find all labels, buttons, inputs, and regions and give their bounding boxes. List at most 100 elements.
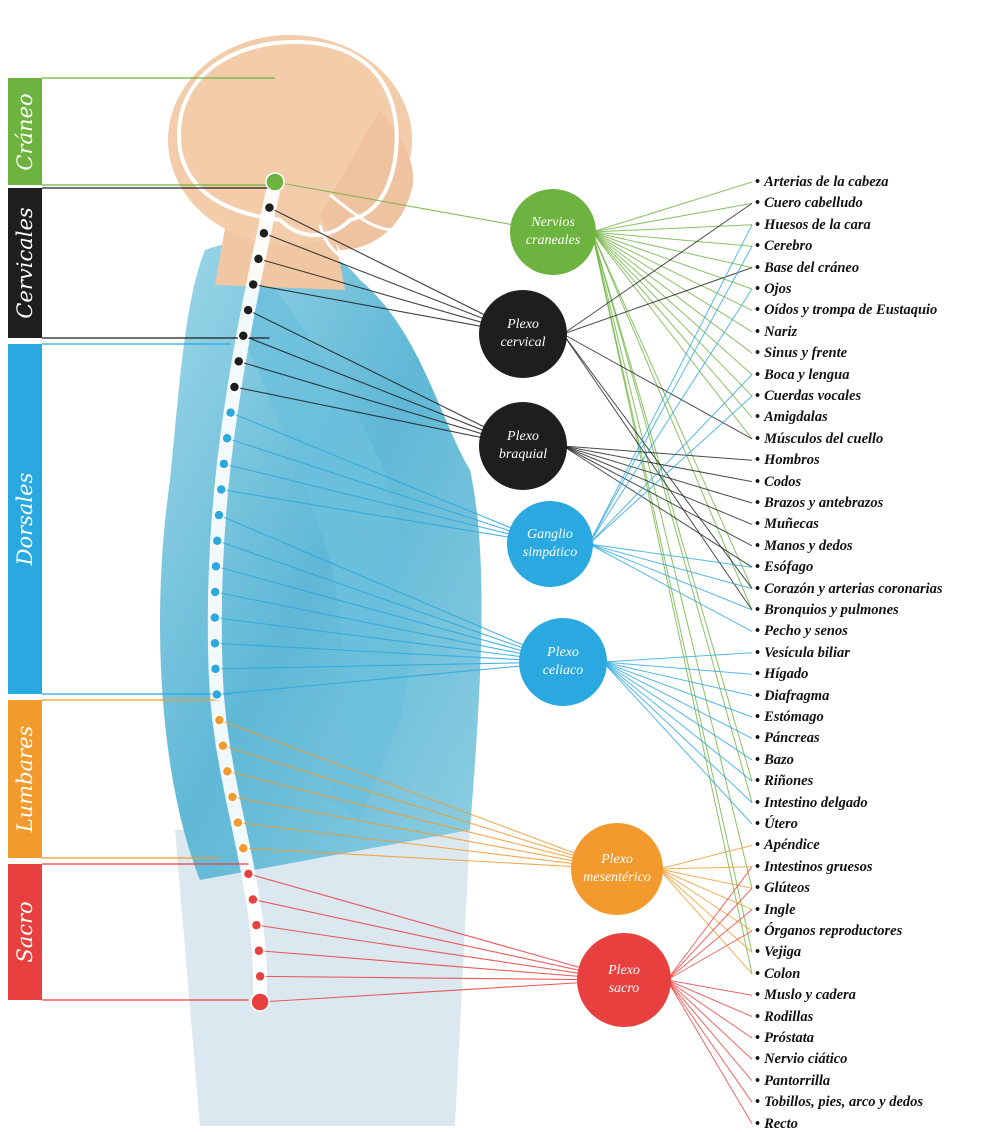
region-label: Dorsales xyxy=(13,473,37,566)
organ-label: Recto xyxy=(755,1117,798,1131)
organ-label: Riñones xyxy=(755,774,813,788)
plexus-organ-line xyxy=(563,334,752,610)
plexus-organ-line xyxy=(563,446,752,503)
vertebra-dot xyxy=(255,971,265,981)
vertebra-dot xyxy=(211,561,221,571)
region-label: Lumbares xyxy=(13,726,37,833)
plexus-organ-line xyxy=(667,980,752,1124)
vertebra-dot xyxy=(251,993,269,1011)
organ-label: Bazo xyxy=(755,753,794,767)
organ-label: Nervio ciático xyxy=(755,1052,847,1066)
vertebra-dot xyxy=(254,946,264,956)
organ-label: Sinus y frente xyxy=(755,346,847,360)
organ-label: Oídos y trompa de Eustaquio xyxy=(755,303,937,317)
organ-label: Boca y lengua xyxy=(755,368,849,382)
organ-label: Manos y dedos xyxy=(755,539,853,553)
region-label: Sacro xyxy=(13,901,37,962)
plexus-organ-line xyxy=(603,662,752,803)
organ-label: Base del cráneo xyxy=(755,261,859,275)
shirt xyxy=(160,240,482,880)
plexus-node-6: Plexo mesentérico xyxy=(571,823,663,915)
plexus-organ-line xyxy=(592,232,752,417)
organ-label: Páncreas xyxy=(755,731,820,745)
plexus-label: Ganglio simpático xyxy=(523,526,577,562)
organ-label: Cuerdas vocales xyxy=(755,389,861,403)
plexus-organ-line xyxy=(667,980,752,1059)
plexus-organ-line xyxy=(592,232,752,888)
vertebra-dot xyxy=(248,895,258,905)
plexus-node-1: Nervios craneales xyxy=(510,189,596,275)
vertebra-dot xyxy=(212,690,222,700)
plexus-organ-line xyxy=(592,182,752,232)
plexus-organ-line xyxy=(667,888,752,980)
organ-label: Ojos xyxy=(755,282,791,296)
plexus-node-4: Ganglio simpático xyxy=(507,501,593,587)
organ-label: Arterias de la cabeza xyxy=(755,175,889,189)
plexus-organ-line xyxy=(592,225,752,232)
organ-label: Corazón y arterias coronarias xyxy=(755,582,943,596)
vertebra-dot xyxy=(219,459,229,469)
plexus-organ-line xyxy=(563,268,752,334)
plexus-label: Plexo mesentérico xyxy=(583,851,651,887)
organ-label: Cuero cabelludo xyxy=(755,196,863,210)
organ-label: Muslo y cadera xyxy=(755,988,856,1002)
vertebra-dot xyxy=(253,254,263,264)
vertebra-dot xyxy=(210,638,220,648)
plexus-node-7: Plexo sacro xyxy=(577,933,671,1027)
organ-label: Rodillas xyxy=(755,1010,813,1024)
plexus-organ-line xyxy=(659,845,752,869)
vertebra-dot xyxy=(266,173,284,191)
plexus-node-5: Plexo celiaco xyxy=(519,618,607,706)
plexus-organ-line xyxy=(603,662,752,717)
vertebra-dot xyxy=(229,382,239,392)
plexus-organ-line xyxy=(592,232,752,375)
vertebra-dot xyxy=(243,305,253,315)
plexus-organ-line xyxy=(592,203,752,232)
organ-label: Pecho y senos xyxy=(755,624,848,638)
plexus-organ-line xyxy=(667,980,752,1081)
organ-label: Amigdalas xyxy=(755,410,828,424)
vertebra-dot xyxy=(251,920,261,930)
vertebra-dot xyxy=(211,664,221,674)
vertebra-dot xyxy=(226,408,236,418)
organ-label: Músculos del cuello xyxy=(755,432,883,446)
plexus-organ-line xyxy=(667,910,752,980)
organ-label: Bronquios y pulmones xyxy=(755,603,899,617)
region-tab-3: Dorsales xyxy=(8,344,42,694)
organ-label: Intestino delgado xyxy=(755,796,868,810)
vertebra-dot xyxy=(216,485,226,495)
organ-label: Nariz xyxy=(755,325,797,339)
plexus-node-2: Plexo cervical xyxy=(479,290,567,378)
vertebra-dot xyxy=(234,356,244,366)
vertebra-dot xyxy=(210,587,220,597)
vertebra-dot xyxy=(238,843,248,853)
plexus-organ-line xyxy=(667,867,752,980)
region-tab-5: Sacro xyxy=(8,864,42,1000)
plexus-organ-line xyxy=(667,931,752,980)
organ-label: Glúteos xyxy=(755,881,810,895)
plexus-organ-line xyxy=(603,662,752,824)
organ-label: Útero xyxy=(755,817,798,831)
plexus-organ-line xyxy=(592,232,752,589)
region-label: Cervicales xyxy=(13,207,37,318)
plexus-label: Nervios craneales xyxy=(526,214,580,250)
region-tab-1: Cráneo xyxy=(8,78,42,185)
vertebra-dot xyxy=(264,203,274,213)
vertebra-dot xyxy=(222,766,232,776)
organ-label: Codos xyxy=(755,475,801,489)
plexus-node-3: Plexo braquial xyxy=(479,402,567,490)
plexus-organ-line xyxy=(603,653,752,662)
plexus-organ-line xyxy=(592,232,752,610)
organ-label: Apéndice xyxy=(755,838,820,852)
organ-label: Próstata xyxy=(755,1031,814,1045)
plexus-organ-line xyxy=(603,662,752,738)
organ-label: Diafragma xyxy=(755,689,829,703)
organ-label: Vesícula biliar xyxy=(755,646,850,660)
plexus-organ-line xyxy=(589,375,752,544)
plexus-organ-line xyxy=(667,980,752,995)
region-tab-2: Cervicales xyxy=(8,188,42,338)
plexus-organ-line xyxy=(589,544,752,589)
organ-label: Brazos y antebrazos xyxy=(755,496,883,510)
